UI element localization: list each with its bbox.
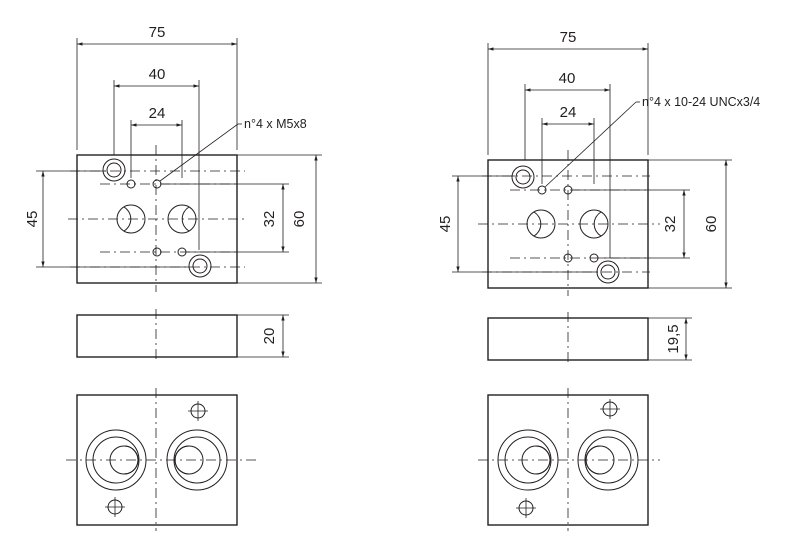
right-dim-32: 32 (662, 216, 679, 233)
left-dim-32: 32 (261, 211, 278, 228)
left-thread-hole-4 (177, 247, 187, 257)
left-port-a (116, 204, 146, 234)
right-dim-thickness: 19,5 (665, 324, 682, 353)
right-port-a (526, 209, 556, 239)
left-dim-45: 45 (24, 211, 41, 228)
right-counterbore-top-left (511, 165, 535, 189)
left-dim-60: 60 (291, 211, 308, 228)
left-thread-hole-1 (126, 179, 136, 189)
right-port-b (579, 209, 609, 239)
left-counterbore-top-left (102, 158, 126, 182)
left-bottom-port-b (166, 429, 228, 491)
right-plate-drawing: 75 40 24 n°4 x 10-24 UNCx3/4 45 32 60 19… (437, 29, 760, 531)
left-counterbore-bottom-right (188, 254, 212, 278)
right-dim-75: 75 (560, 29, 577, 46)
right-thread-hole-1 (537, 185, 547, 195)
right-bottom-port-a (497, 429, 559, 491)
left-bottom-port-a (85, 429, 147, 491)
left-bottom-view (76, 394, 238, 526)
right-dim-45: 45 (437, 216, 454, 233)
right-dim-60: 60 (703, 216, 720, 233)
right-callout: n°4 x 10-24 UNCx3/4 (642, 95, 760, 109)
right-bottom-pin-top (600, 399, 620, 419)
left-bottom-pin-bottom (105, 497, 125, 517)
right-thread-hole-3 (563, 253, 573, 263)
right-thread-hole-2 (563, 185, 573, 195)
left-port-b (167, 204, 197, 234)
left-thread-hole-2 (152, 179, 162, 189)
left-dim-thickness: 20 (261, 328, 278, 345)
left-thread-hole-3 (152, 247, 162, 257)
right-bottom-port-b (577, 429, 639, 491)
right-dim-24: 24 (560, 104, 577, 121)
left-bottom-pin-top (188, 401, 208, 421)
left-dim-24: 24 (149, 105, 166, 122)
right-dim-40: 40 (559, 70, 576, 87)
left-callout: n°4 x M5x8 (244, 117, 307, 131)
left-side-view (76, 314, 238, 358)
left-dim-75: 75 (149, 24, 166, 41)
right-bottom-pin-bottom (516, 498, 536, 518)
right-thread-hole-4 (589, 253, 599, 263)
left-plate-drawing: 75 40 24 n°4 x M5x8 45 32 60 (24, 24, 322, 531)
left-dim-40: 40 (149, 66, 166, 83)
